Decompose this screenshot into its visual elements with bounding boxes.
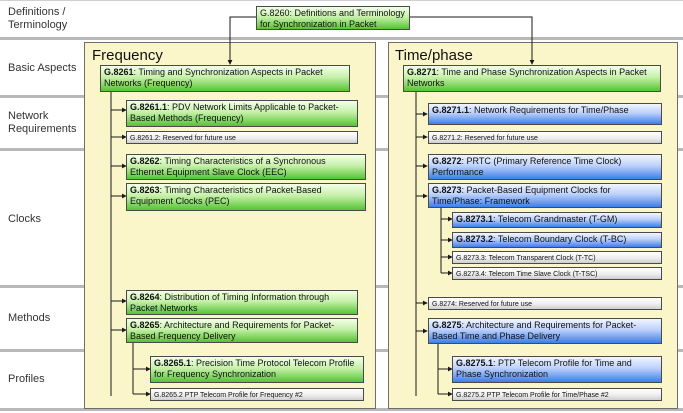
- g8271-1-box: G.8271.1: Network Requirements for Time/…: [428, 103, 662, 125]
- g8271-1-code: G.8271.1: [432, 105, 470, 115]
- g8273-2-code: G.8273.2: [456, 234, 494, 244]
- row-label-methods: Methods: [8, 312, 51, 324]
- top-border: [0, 0, 683, 1]
- g8265-2-box: G.8265.2 PTP Telecom Profile for Frequen…: [150, 388, 364, 401]
- g8273-3-box: G.8273.3: Telecom Transparent Clock (T-T…: [452, 251, 662, 264]
- g8273-2-text: : Telecom Boundary Clock (T-BC): [493, 234, 627, 244]
- g8275-2-box: G.8275.2 PTP Telecom Profile for Time/Ph…: [452, 388, 662, 401]
- g8273-box: G.8273: Packet-Based Equipment Clocks fo…: [428, 183, 662, 208]
- row-label-definitions: Definitions / Terminology: [8, 6, 68, 31]
- g8272-code: G.8272: [432, 156, 462, 166]
- g8263-text: : Timing Characteristics of Packet-Based…: [130, 185, 322, 206]
- g8261-1-box: G.8261.1: PDV Network Limits Applicable …: [126, 100, 358, 127]
- row-separator: [0, 37, 683, 40]
- g8260-text: : Definitions and Terminology for Synchr…: [260, 8, 405, 29]
- row-label-basic-aspects: Basic Aspects: [8, 62, 77, 74]
- g8271-box: G.8271: Time and Phase Synchronization A…: [403, 65, 661, 92]
- g8275-1-text: : PTP Telecom Profile for Time and Phase…: [456, 358, 632, 379]
- g8265-1-text: : Precision Time Protocol Telecom Profil…: [154, 358, 355, 379]
- g8262-box: G.8262: Timing Characteristics of a Sync…: [126, 154, 366, 180]
- g8264-code: G.8264: [130, 292, 160, 302]
- g8273-2-box: G.8273.2: Telecom Boundary Clock (T-BC): [452, 232, 662, 248]
- g8275-box: G.8275: Architecture and Requirements fo…: [428, 318, 662, 344]
- g8260-box: G.8260: Definitions and Terminology for …: [256, 6, 410, 30]
- row-label-clocks: Clocks: [8, 213, 42, 225]
- g8264-box: G.8264: Distribution of Timing Informati…: [126, 290, 358, 315]
- g8272-text: : PRTC (Primary Reference Time Clock) Pe…: [432, 156, 622, 177]
- g8261-2-box: G.8261.2: Reserved for future use: [126, 131, 358, 144]
- g8265-1-box: G.8265.1: Precision Time Protocol Teleco…: [150, 356, 364, 383]
- g8274-box: G.8274: Reserved for future use: [428, 297, 662, 310]
- g8265-text: : Architecture and Requirements for Pack…: [130, 320, 335, 341]
- row-label-network-requirements: Network Requirements: [8, 110, 77, 135]
- g8265-box: G.8265: Architecture and Requirements fo…: [126, 318, 358, 343]
- g8261-text: : Timing and Synchronization Aspects in …: [104, 67, 323, 88]
- g8261-1-text: : PDV Network Limits Applicable to Packe…: [130, 102, 339, 123]
- g8273-1-text: : Telecom Grandmaster (T-GM): [493, 214, 618, 224]
- g8275-code: G.8275: [432, 320, 462, 330]
- row-separator: [0, 408, 683, 411]
- g8271-1-text: : Network Requirements for Time/Phase: [469, 105, 629, 115]
- g8265-code: G.8265: [130, 320, 160, 330]
- g8275-1-box: G.8275.1: PTP Telecom Profile for Time a…: [452, 356, 662, 383]
- frequency-column-title: Frequency: [92, 47, 163, 64]
- g8275-text: : Architecture and Requirements for Pack…: [432, 320, 637, 341]
- g8273-4-box: G.8273.4: Telecom Time Slave Clock (T-TS…: [452, 267, 662, 280]
- g8273-1-box: G.8273.1: Telecom Grandmaster (T-GM): [452, 212, 662, 228]
- g8261-box: G.8261: Timing and Synchronization Aspec…: [100, 65, 350, 92]
- g8271-text: : Time and Phase Synchronization Aspects…: [407, 67, 647, 88]
- g8273-1-code: G.8273.1: [456, 214, 494, 224]
- g8261-1-code: G.8261.1: [130, 102, 168, 112]
- g8263-box: G.8263: Timing Characteristics of Packet…: [126, 183, 366, 211]
- g8265-1-code: G.8265.1: [154, 358, 192, 368]
- g8275-1-code: G.8275.1: [456, 358, 494, 368]
- g8263-code: G.8263: [130, 185, 160, 195]
- g8262-code: G.8262: [130, 156, 160, 166]
- g8273-code: G.8273: [432, 185, 462, 195]
- g8271-2-box: G.8271.2: Reserved for future use: [428, 131, 662, 144]
- g8264-text: : Distribution of Timing Information thr…: [130, 292, 330, 313]
- g8271-code: G.8271: [407, 67, 437, 77]
- g8260-code: G.8260: [260, 8, 290, 18]
- g8272-box: G.8272: PRTC (Primary Reference Time Clo…: [428, 154, 662, 180]
- row-label-profiles: Profiles: [8, 373, 45, 385]
- g8273-text: : Packet-Based Equipment Clocks for Time…: [432, 185, 611, 206]
- timephase-column-title: Time/phase: [395, 47, 473, 64]
- g8261-code: G.8261: [104, 67, 134, 77]
- g8262-text: : Timing Characteristics of a Synchronou…: [130, 156, 326, 177]
